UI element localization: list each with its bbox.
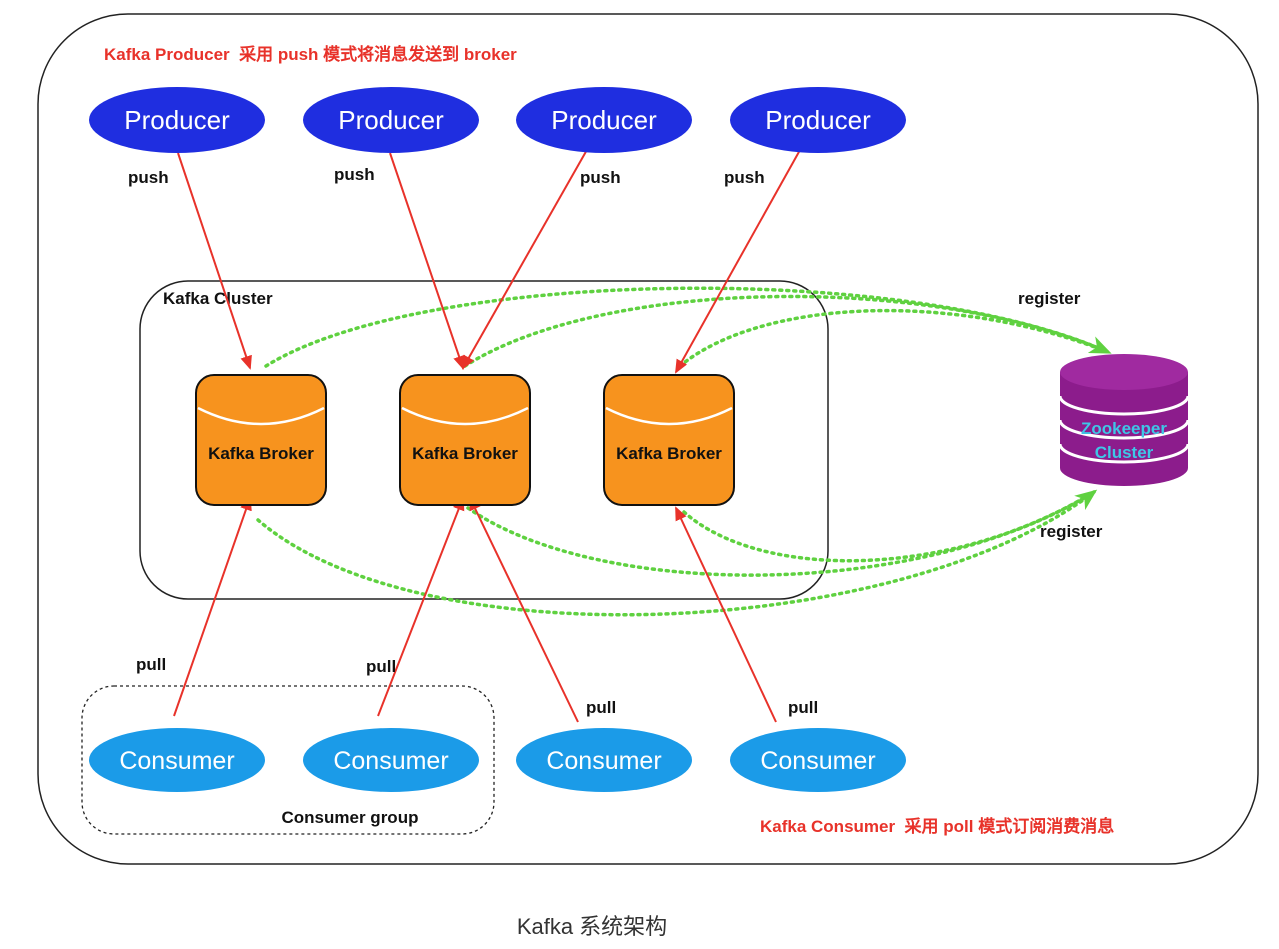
push-arrow-4 [675, 149, 801, 374]
pull-label-2: pull [366, 657, 396, 676]
producer-label: Producer [551, 105, 657, 135]
producer-node-4: Producer [730, 87, 906, 153]
push-label-4: push [724, 168, 765, 187]
consumer-label: Consumer [119, 747, 234, 775]
push-label-1: push [128, 168, 169, 187]
pull-arrow-2 [377, 496, 465, 717]
zookeeper-cluster-node: Zookeeper Cluster [1058, 354, 1190, 486]
producer-node-1: Producer [89, 87, 265, 153]
register-label-bottom: register [1040, 522, 1103, 541]
register-edge-broker2-bottom [466, 490, 1096, 577]
consumer-label: Consumer [546, 747, 661, 775]
kafka-cluster-label: Kafka Cluster [163, 289, 273, 308]
producer-label: Producer [765, 105, 871, 135]
push-arrow-2 [389, 152, 465, 370]
pull-arrow-4 [675, 506, 777, 723]
producer-label: Producer [338, 105, 444, 135]
header-note: Kafka Producer 采用 push 模式将消息发送到 broker [104, 44, 517, 64]
consumer-node-2: Consumer [303, 728, 479, 792]
pull-arrows [173, 496, 777, 723]
consumer-group-label: Consumer group [282, 808, 419, 827]
outer-frame [37, 13, 1259, 865]
pull-label-1: pull [136, 655, 166, 674]
register-edges [256, 286, 1112, 617]
consumer-label: Consumer [333, 747, 448, 775]
pull-arrow-1 [173, 496, 252, 717]
consumer-node-4: Consumer [730, 728, 906, 792]
producer-label: Producer [124, 105, 230, 135]
push-arrow-3 [462, 147, 589, 370]
producer-node-3: Producer [516, 87, 692, 153]
kafka-cluster-box [139, 280, 829, 600]
pull-label-3: pull [586, 698, 616, 717]
consumer-node-3: Consumer [516, 728, 692, 792]
broker-node-1: Kafka Broker [195, 374, 327, 506]
broker-label: Kafka Broker [616, 444, 722, 463]
broker-node-2: Kafka Broker [399, 374, 531, 506]
push-label-3: push [580, 168, 621, 187]
register-label-top: register [1018, 289, 1081, 308]
push-arrow-1 [177, 152, 252, 370]
broker-label: Kafka Broker [208, 444, 314, 463]
register-edge-broker2-top [463, 294, 1110, 368]
consumer-node-1: Consumer [89, 728, 265, 792]
producer-node-2: Producer [303, 87, 479, 153]
broker-node-3: Kafka Broker [603, 374, 735, 506]
pull-label-4: pull [788, 698, 818, 717]
register-edge-broker1-top [264, 286, 1112, 368]
register-edge-broker1-bottom [256, 489, 1098, 617]
register-edge-broker3-bottom [682, 490, 1096, 563]
push-arrows [177, 147, 801, 374]
figure-caption: Kafka 系统架构 [517, 914, 667, 939]
broker-label: Kafka Broker [412, 444, 518, 463]
footer-note: Kafka Consumer 采用 poll 模式订阅消费消息 [760, 816, 1114, 836]
zookeeper-label-line2: Cluster [1095, 443, 1154, 462]
zookeeper-label-line1: Zookeeper [1081, 419, 1167, 438]
push-label-2: push [334, 165, 375, 184]
consumer-group-box [81, 685, 495, 835]
pull-arrow-3 [469, 496, 579, 723]
consumer-label: Consumer [760, 747, 875, 775]
register-edge-broker3-top [678, 308, 1110, 368]
